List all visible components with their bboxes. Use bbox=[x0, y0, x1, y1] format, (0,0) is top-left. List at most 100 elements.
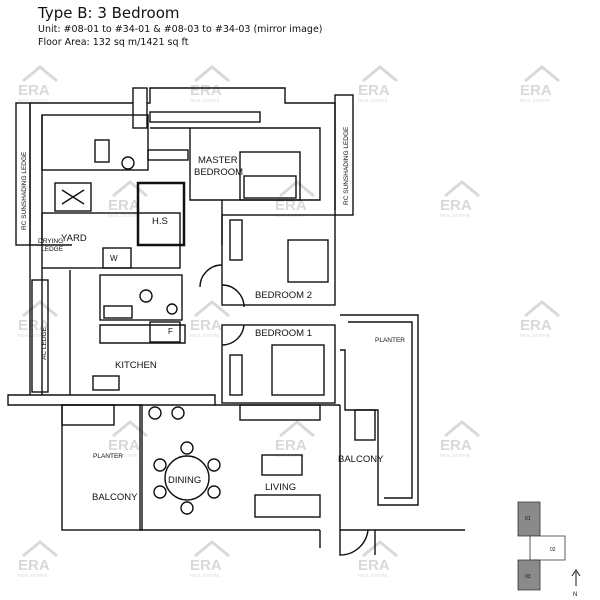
coffee-table bbox=[261, 454, 303, 476]
svg-text:ERA: ERA bbox=[18, 82, 50, 99]
key-plan-label-01: 01 bbox=[525, 516, 531, 522]
label-rc-right: RC SUNSHADING LEDGE bbox=[343, 126, 350, 205]
yard-room bbox=[41, 212, 181, 269]
label-ac-ledge: AC LEDGE bbox=[41, 326, 48, 360]
label-master-1: MASTER bbox=[198, 155, 238, 166]
svg-text:ERA: ERA bbox=[358, 82, 390, 99]
svg-text:ERA: ERA bbox=[190, 317, 222, 334]
svg-text:REAL ESTATE: REAL ESTATE bbox=[520, 333, 550, 338]
svg-text:ERA: ERA bbox=[108, 197, 140, 214]
label-f: F bbox=[168, 327, 173, 336]
ac-ledge bbox=[31, 279, 49, 393]
console bbox=[239, 404, 321, 421]
svg-text:ERA: ERA bbox=[18, 557, 50, 574]
svg-text:REAL ESTATE: REAL ESTATE bbox=[190, 98, 220, 103]
basin bbox=[121, 156, 135, 170]
svg-text:REAL ESTATE: REAL ESTATE bbox=[358, 98, 388, 103]
bed-b1 bbox=[271, 344, 325, 396]
bedroom-2 bbox=[221, 214, 336, 306]
key-plan-unit-03 bbox=[517, 559, 541, 591]
kitchen-walls bbox=[41, 268, 186, 395]
svg-text:ERA: ERA bbox=[520, 82, 552, 99]
entrance-door bbox=[319, 529, 376, 556]
stove bbox=[92, 375, 120, 391]
svg-text:ERA: ERA bbox=[108, 437, 140, 454]
yard-wc bbox=[54, 182, 92, 212]
rc-ledge-left bbox=[15, 102, 31, 246]
dining-table bbox=[164, 455, 210, 501]
sofa bbox=[254, 494, 321, 518]
wc bbox=[94, 139, 110, 163]
key-plan-unit-02 bbox=[529, 535, 566, 561]
label-bedroom-1: BEDROOM 1 bbox=[255, 328, 312, 339]
svg-text:REAL ESTATE: REAL ESTATE bbox=[108, 453, 138, 458]
bedroom-1 bbox=[221, 324, 336, 404]
key-plan-label-02: 02 bbox=[550, 547, 556, 553]
label-balcony-right: BALCONY bbox=[338, 454, 384, 465]
bathroom-2 bbox=[99, 274, 183, 321]
master-bed bbox=[239, 151, 301, 201]
key-plan: 01 02 03 N bbox=[517, 501, 581, 598]
svg-text:REAL ESTATE: REAL ESTATE bbox=[190, 333, 220, 338]
plan-title: Type B: 3 Bedroom bbox=[38, 4, 180, 22]
left-planter bbox=[61, 404, 115, 426]
floor-area: Floor Area: 132 sq m/1421 sq ft bbox=[38, 37, 189, 48]
label-drying-1: DRYING bbox=[38, 238, 63, 245]
svg-text:REAL ESTATE: REAL ESTATE bbox=[108, 213, 138, 218]
svg-text:ERA: ERA bbox=[190, 82, 222, 99]
north-label: N bbox=[573, 592, 577, 598]
rc-ledge-right bbox=[334, 94, 354, 216]
balcony-table bbox=[354, 409, 376, 441]
svg-text:ERA: ERA bbox=[190, 557, 222, 574]
column bbox=[132, 87, 148, 129]
svg-text:ERA: ERA bbox=[440, 197, 472, 214]
svg-text:REAL ESTATE: REAL ESTATE bbox=[440, 213, 470, 218]
north-arrow-icon bbox=[571, 569, 581, 586]
label-rc-left: RC SUNSHADING LEDGE bbox=[21, 151, 28, 230]
label-balcony-left: BALCONY bbox=[92, 492, 138, 503]
svg-text:REAL ESTATE: REAL ESTATE bbox=[18, 573, 48, 578]
svg-text:ERA: ERA bbox=[275, 197, 307, 214]
label-planter-left: PLANTER bbox=[93, 453, 123, 460]
wardrobe-master bbox=[147, 149, 189, 161]
label-planter-right: PLANTER bbox=[375, 337, 405, 344]
wall-master bbox=[150, 127, 321, 245]
svg-text:REAL ESTATE: REAL ESTATE bbox=[18, 98, 48, 103]
bathroom bbox=[41, 114, 149, 171]
household-shelter bbox=[136, 181, 186, 247]
right-planter bbox=[340, 314, 419, 506]
label-hs: H.S bbox=[152, 216, 168, 227]
svg-text:REAL ESTATE: REAL ESTATE bbox=[358, 573, 388, 578]
label-w: W bbox=[110, 254, 118, 263]
label-bedroom-2: BEDROOM 2 bbox=[255, 290, 312, 301]
bed-b2 bbox=[287, 239, 329, 283]
svg-text:REAL ESTATE: REAL ESTATE bbox=[520, 98, 550, 103]
svg-text:REAL ESTATE: REAL ESTATE bbox=[18, 333, 48, 338]
label-master-2: BEDROOM bbox=[194, 167, 243, 178]
unit-numbers: Unit: #08-01 to #34-01 & #08-03 to #34-0… bbox=[38, 24, 323, 35]
svg-text:ERA: ERA bbox=[440, 437, 472, 454]
wardrobe-b2 bbox=[229, 219, 243, 261]
label-drying-2: LEDGE bbox=[41, 246, 64, 253]
label-dining: DINING bbox=[168, 475, 201, 486]
wardrobe-top bbox=[149, 111, 261, 123]
svg-text:REAL ESTATE: REAL ESTATE bbox=[190, 573, 220, 578]
svg-text:ERA: ERA bbox=[358, 557, 390, 574]
svg-text:ERA: ERA bbox=[275, 437, 307, 454]
svg-text:ERA: ERA bbox=[520, 317, 552, 334]
